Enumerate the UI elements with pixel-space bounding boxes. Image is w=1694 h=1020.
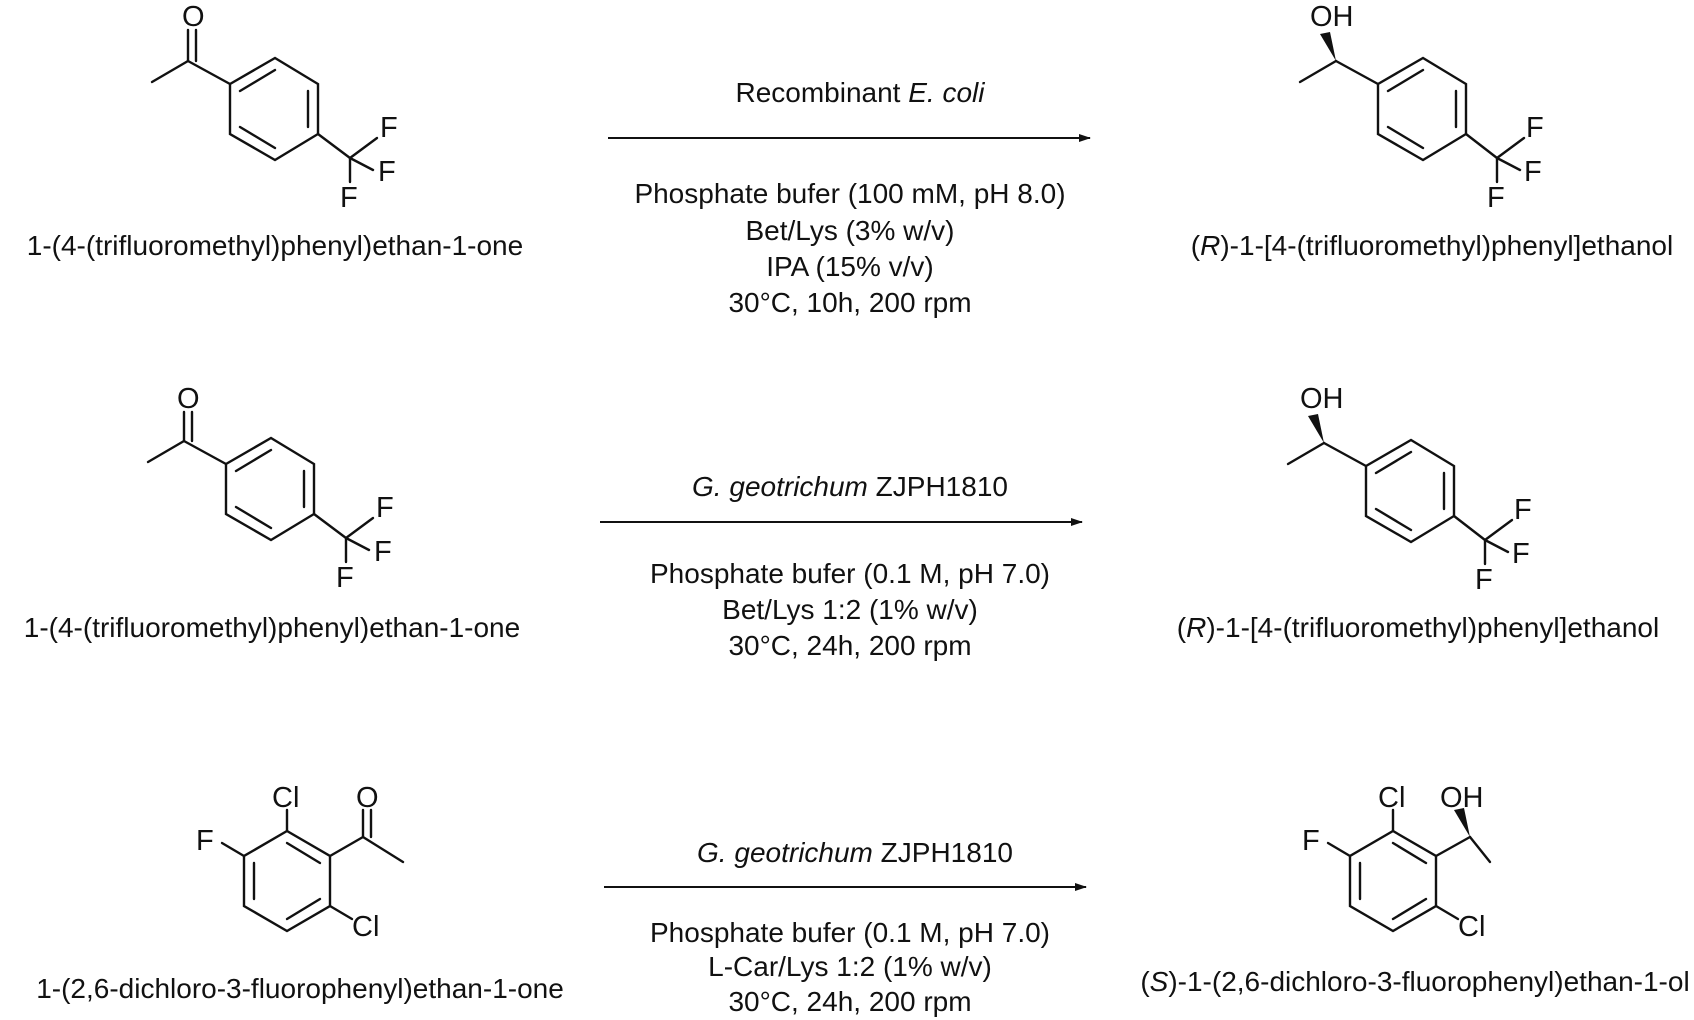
condition-line: IPA (15% v/v) (766, 251, 934, 282)
product-3-name: (S)-1-(2,6-dichloro-3-fluorophenyl)ethan… (1140, 966, 1689, 997)
condition-line: 30°C, 10h, 200 rpm (728, 287, 971, 318)
hydroxyl-label: OH (1310, 1, 1354, 33)
fluorine-label: F (1475, 564, 1493, 596)
fluorine-label: F (378, 156, 396, 188)
reaction-2: O F F F 1-(4-(trifluoromethyl)phenyl)eth… (24, 383, 1659, 661)
product-1-structure: OH F F F (1298, 1, 1544, 214)
oxygen-label: O (356, 782, 379, 814)
fluorine-label: F (1524, 156, 1542, 188)
fluorine-label: F (1526, 112, 1544, 144)
fluorine-label: F (336, 562, 354, 594)
substrate-3-name: 1-(2,6-dichloro-3-fluorophenyl)ethan-1-o… (36, 973, 564, 1004)
condition-line: Phosphate bufer (100 mM, pH 8.0) (634, 178, 1065, 209)
substrate-1-structure: O F F F (150, 1, 398, 214)
condition-line: Phosphate bufer (0.1 M, pH 7.0) (650, 558, 1050, 589)
wedge-bond (1454, 808, 1470, 837)
substrate-1-name: 1-(4-(trifluoromethyl)phenyl)ethan-1-one (27, 230, 523, 261)
condition-line: Bet/Lys (3% w/v) (745, 215, 954, 246)
hydroxyl-label: OH (1300, 383, 1344, 415)
condition-line: Bet/Lys 1:2 (1% w/v) (722, 594, 978, 625)
fluorine-label: F (380, 112, 398, 144)
substrate-2-name: 1-(4-(trifluoromethyl)phenyl)ethan-1-one (24, 612, 520, 643)
reaction-1: O F F F 1-(4-(trifluoromethyl)phenyl)eth… (27, 1, 1673, 318)
condition-line: 30°C, 24h, 200 rpm (728, 986, 971, 1017)
condition-line: 30°C, 24h, 200 rpm (728, 630, 971, 661)
fluorine-label: F (376, 492, 394, 524)
product-1-name: (R)-1-[4-(trifluoromethyl)phenyl]ethanol (1191, 230, 1673, 261)
wedge-bond (1320, 32, 1336, 61)
fluorine-label: F (1514, 494, 1532, 526)
catalyst-label: G. geotrichum ZJPH1810 (692, 471, 1008, 502)
chlorine-label: Cl (272, 782, 299, 814)
oxygen-label: O (182, 1, 205, 33)
substrate-3-structure: Cl F Cl O (196, 782, 405, 943)
fluorine-label: F (340, 182, 358, 214)
oxygen-label: O (177, 383, 200, 415)
substrate-2-structure: O F F F (146, 383, 394, 594)
fluorine-label: F (1487, 182, 1505, 214)
reaction-3: Cl F Cl O 1-(2,6-dichloro-3-fluorophenyl… (36, 782, 1690, 1017)
product-3-structure: Cl F Cl OH (1302, 782, 1492, 943)
condition-line: Phosphate bufer (0.1 M, pH 7.0) (650, 917, 1050, 948)
condition-line: L-Car/Lys 1:2 (1% w/v) (708, 951, 992, 982)
hydroxyl-label: OH (1440, 782, 1484, 814)
wedge-bond (1308, 414, 1324, 443)
catalyst-label: Recombinant E. coli (735, 77, 985, 108)
chlorine-label: Cl (352, 911, 379, 943)
fluorine-label: F (196, 825, 214, 857)
chlorine-label: Cl (1458, 911, 1485, 943)
fluorine-label: F (374, 536, 392, 568)
product-2-structure: OH F F F (1286, 383, 1532, 596)
fluorine-label: F (1512, 538, 1530, 570)
chlorine-label: Cl (1378, 782, 1405, 814)
catalyst-label: G. geotrichum ZJPH1810 (697, 837, 1013, 868)
product-2-name: (R)-1-[4-(trifluoromethyl)phenyl]ethanol (1177, 612, 1659, 643)
fluorine-label: F (1302, 825, 1320, 857)
